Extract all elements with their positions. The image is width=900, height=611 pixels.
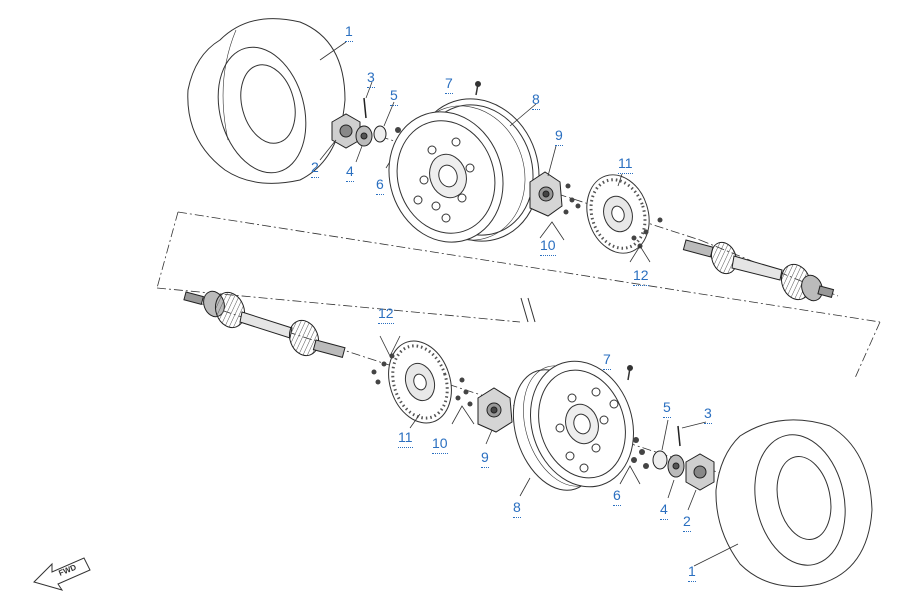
callout-4-nut-bottom[interactable]: 4 xyxy=(660,502,668,520)
leader-10b-fork xyxy=(451,405,475,425)
callout-3-cotter-pin-top[interactable]: 3 xyxy=(367,70,375,88)
callout-5-washer-bottom[interactable]: 5 xyxy=(663,400,671,418)
bolts-bottom xyxy=(455,377,473,407)
callout-8-rim-bottom[interactable]: 8 xyxy=(513,500,521,518)
nut-top xyxy=(355,125,373,147)
callout-4-nut-top[interactable]: 4 xyxy=(346,164,354,182)
wheel-rim-top xyxy=(388,81,540,243)
callout-2-hub-cap-bottom[interactable]: 2 xyxy=(683,514,691,532)
callout-leaders xyxy=(319,41,739,567)
callout-3-cotter-pin-bottom[interactable]: 3 xyxy=(704,406,712,424)
disc-bolts-bottom xyxy=(371,353,395,385)
drive-shaft-right xyxy=(682,239,835,302)
callout-12-disc-bolt-bottom[interactable]: 12 xyxy=(378,306,394,324)
callout-1-tire-top[interactable]: 1 xyxy=(345,24,353,42)
wheel-hub-bottom xyxy=(477,387,513,433)
tire-top xyxy=(187,18,346,184)
forward-direction-arrow-icon: FWD xyxy=(33,557,91,591)
hub-cap-bottom xyxy=(685,453,715,491)
nut-bottom xyxy=(667,454,685,478)
wheel-rim-bottom xyxy=(512,360,635,491)
callout-10-bolt-top[interactable]: 10 xyxy=(540,238,556,256)
callout-7-valve-bottom[interactable]: 7 xyxy=(603,352,611,370)
callout-11-disc-bottom[interactable]: 11 xyxy=(398,430,413,448)
callout-12-disc-bolt-top[interactable]: 12 xyxy=(633,268,649,286)
callout-6-lug-nut-top[interactable]: 6 xyxy=(376,177,384,195)
callout-9-hub-top[interactable]: 9 xyxy=(555,128,563,146)
bolts-top xyxy=(563,183,581,215)
hub-cap-top xyxy=(331,113,361,149)
brake-disc-bottom xyxy=(388,340,452,424)
leader-10a-fork xyxy=(539,221,565,241)
lug-nuts-bottom xyxy=(631,437,649,469)
drive-shaft-left xyxy=(183,290,346,359)
cotter-pin-top xyxy=(363,97,367,119)
wheel-hub-top xyxy=(529,171,563,217)
callout-10-bolt-bottom[interactable]: 10 xyxy=(432,436,448,454)
callout-5-washer-top[interactable]: 5 xyxy=(390,88,398,106)
axis-break-mark xyxy=(520,297,536,323)
callout-7-valve-top[interactable]: 7 xyxy=(445,76,453,94)
washer-bottom xyxy=(652,450,668,470)
brake-disc-top xyxy=(586,174,650,254)
leader-12b-fork xyxy=(379,335,401,357)
washer-top xyxy=(373,125,387,143)
tire-bottom xyxy=(715,419,873,587)
callout-9-hub-bottom[interactable]: 9 xyxy=(481,450,489,468)
callout-8-rim-top[interactable]: 8 xyxy=(532,92,540,110)
cotter-pin-bottom xyxy=(677,425,681,447)
callout-2-hub-cap-top[interactable]: 2 xyxy=(311,160,319,178)
callout-6-lug-nut-bottom[interactable]: 6 xyxy=(613,488,621,506)
leader-12a-fork xyxy=(629,245,651,263)
leader-6b-fork xyxy=(619,465,641,485)
callout-11-disc-top[interactable]: 11 xyxy=(618,156,633,174)
callout-1-tire-bottom[interactable]: 1 xyxy=(688,564,696,582)
